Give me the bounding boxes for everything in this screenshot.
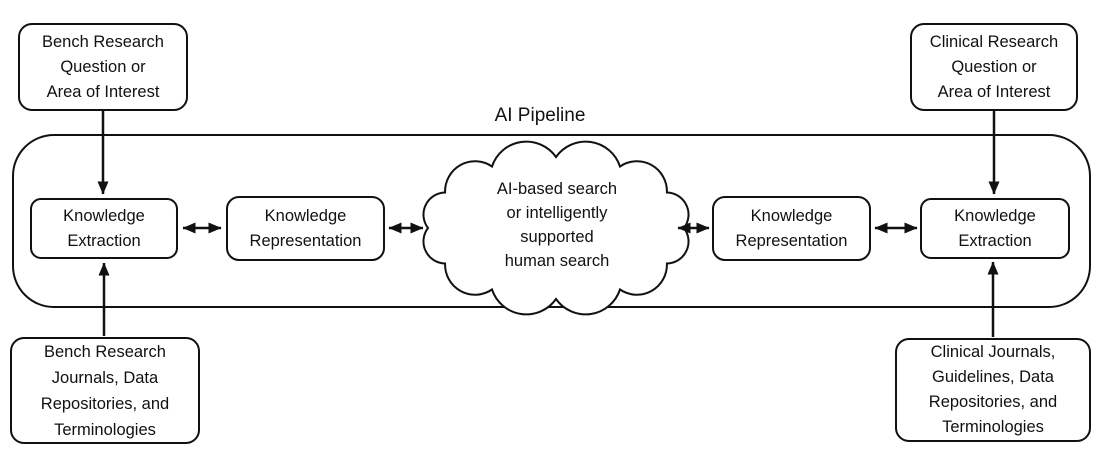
node-knowledge-representation-right: Knowledge Representation: [712, 196, 871, 261]
node-knowledge-extraction-left: Knowledge Extraction: [30, 198, 178, 259]
ai-search-cloud-label: AI-based search or intelligently support…: [496, 180, 618, 270]
ai-search-cloud-shape: [422, 140, 690, 316]
node-knowledge-extraction-right: Knowledge Extraction: [920, 198, 1070, 259]
node-knowledge-extraction-left-label: Knowledge Extraction: [63, 206, 145, 250]
node-knowledge-representation-left-label: Knowledge Representation: [249, 206, 362, 250]
ai-pipeline-container: [12, 134, 1091, 308]
node-knowledge-extraction-right-label: Knowledge Extraction: [954, 206, 1036, 250]
node-bench-research-question: Bench Research Question or Area of Inter…: [18, 23, 188, 111]
node-knowledge-representation-right-label: Knowledge Representation: [735, 206, 848, 250]
node-bench-research-sources: Bench Research Journals, Data Repositori…: [10, 337, 200, 444]
node-bench-research-sources-label: Bench Research Journals, Data Repositori…: [40, 342, 170, 439]
node-clinical-sources-label: Clinical Journals, Guidelines, Data Repo…: [928, 343, 1058, 436]
node-bench-research-question-label: Bench Research Question or Area of Inter…: [42, 32, 164, 101]
pipeline-title: AI Pipeline: [494, 105, 586, 126]
node-clinical-research-question-label: Clinical Research Question or Area of In…: [929, 32, 1059, 101]
node-clinical-research-question: Clinical Research Question or Area of In…: [910, 23, 1078, 111]
node-knowledge-representation-left: Knowledge Representation: [226, 196, 385, 261]
node-clinical-sources: Clinical Journals, Guidelines, Data Repo…: [895, 338, 1091, 442]
